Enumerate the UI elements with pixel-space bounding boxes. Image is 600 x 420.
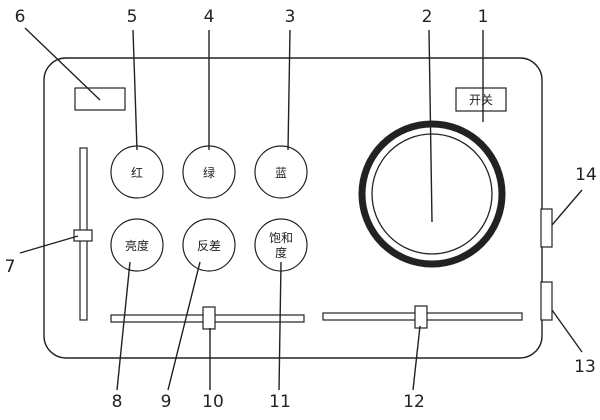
callout-11: 11 (269, 392, 291, 412)
contrast-button-label: 反差 (197, 239, 221, 253)
callout-9: 9 (161, 392, 172, 412)
callout-13: 13 (574, 357, 596, 377)
blue-button[interactable] (254, 145, 308, 199)
callout-10: 10 (202, 392, 224, 412)
power-switch-label: 开关 (469, 93, 493, 107)
callout-7: 7 (5, 257, 16, 277)
callout-8: 8 (112, 392, 123, 412)
side-button-lower[interactable] (540, 281, 553, 321)
power-switch[interactable] (455, 87, 507, 112)
vertical-slider-handle[interactable] (73, 229, 93, 242)
display-window (74, 87, 126, 111)
leader-5 (132, 29, 138, 151)
knob-outer-ring[interactable] (358, 120, 506, 268)
saturation-button-label-line1: 饱和 (269, 230, 293, 245)
callout-1: 1 (478, 7, 489, 27)
leader-12 (412, 325, 421, 391)
leader-8 (116, 261, 131, 391)
leader-2 (428, 29, 433, 223)
blue-button-label: 蓝 (275, 166, 287, 180)
callout-4: 4 (204, 7, 215, 27)
leader-11 (278, 261, 282, 391)
green-button-label: 绿 (203, 165, 215, 180)
leader-7 (19, 235, 79, 254)
contrast-button[interactable] (182, 218, 236, 272)
callout-2: 2 (422, 7, 433, 27)
red-button-label: 红 (131, 165, 143, 180)
leader-14 (551, 189, 583, 226)
leader-13 (551, 309, 583, 353)
side-button-upper[interactable] (540, 208, 553, 248)
horizontal-slider-right-handle[interactable] (414, 305, 428, 329)
callout-3: 3 (285, 7, 296, 27)
saturation-button-label-line2: 度 (275, 245, 287, 260)
brightness-button[interactable] (110, 218, 164, 272)
callout-12: 12 (403, 392, 425, 412)
callout-6: 6 (15, 7, 26, 27)
leader-9 (167, 261, 201, 391)
leader-6 (24, 27, 101, 101)
leader-3 (287, 29, 291, 151)
panel-body (43, 57, 543, 359)
callout-14: 14 (575, 165, 597, 185)
callout-5: 5 (127, 7, 138, 27)
horizontal-slider-left-handle[interactable] (202, 306, 216, 330)
brightness-button-label: 亮度 (125, 238, 149, 253)
